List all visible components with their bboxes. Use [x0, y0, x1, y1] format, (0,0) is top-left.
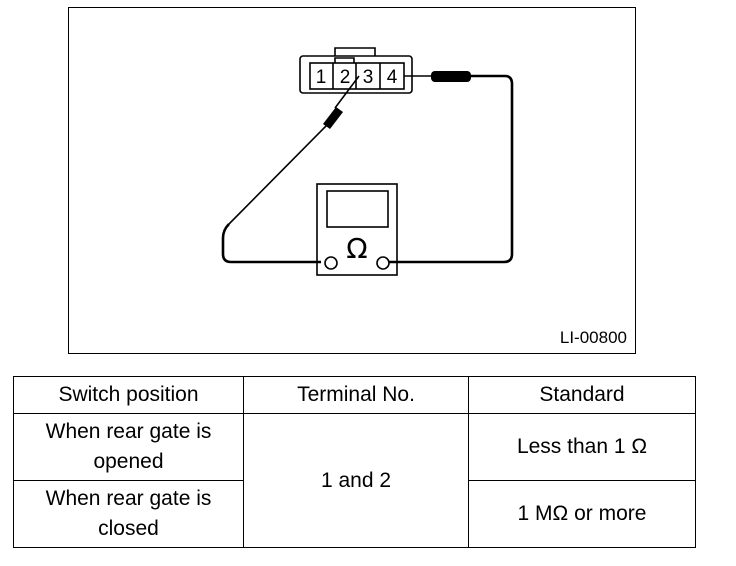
figure-id: LI-00800 — [559, 328, 627, 347]
wiring-diagram: 1 2 3 4 Ω LI-00800 — [68, 7, 636, 354]
connector-housing — [299, 55, 413, 94]
pin-3-label: 3 — [363, 67, 374, 88]
header-switch-position: Switch position — [13, 376, 244, 414]
standard-closed: 1 MΩ or more — [468, 480, 696, 548]
test-probe-icon — [221, 75, 360, 264]
table-row: When rear gate is opened 1 and 2 Less th… — [13, 413, 696, 548]
standard-opened: Less than 1 Ω — [468, 413, 696, 481]
header-terminal-no: Terminal No. — [243, 376, 469, 414]
connector-latch — [334, 47, 376, 56]
meter-display — [326, 190, 389, 228]
pin-1-label: 1 — [316, 67, 327, 88]
meter-body — [316, 183, 398, 276]
pin-4-label: 4 — [387, 67, 398, 88]
diagram-canvas: 1 2 3 4 Ω — [221, 47, 514, 276]
header-standard: Standard — [468, 376, 696, 414]
table-row: When rear gate is closed 1 MΩ or more — [13, 480, 696, 548]
meter-terminal-right — [376, 256, 390, 270]
specification-table: Switch position Terminal No. Standard Wh… — [13, 376, 696, 548]
pin-key — [334, 57, 355, 63]
table-header-row: Switch position Terminal No. Standard — [13, 376, 696, 414]
test-probe-icon — [387, 71, 514, 264]
ohm-symbol: Ω — [346, 232, 367, 265]
switch-position-closed: When rear gate is closed — [13, 480, 244, 548]
switch-position-opened: When rear gate is opened — [13, 413, 244, 481]
terminal-no-cell: 1 and 2 — [243, 413, 469, 548]
meter-terminal-left — [324, 256, 338, 270]
connector-icon — [299, 47, 413, 94]
pin-2-label: 2 — [340, 67, 351, 88]
ohmmeter-icon — [316, 183, 398, 276]
